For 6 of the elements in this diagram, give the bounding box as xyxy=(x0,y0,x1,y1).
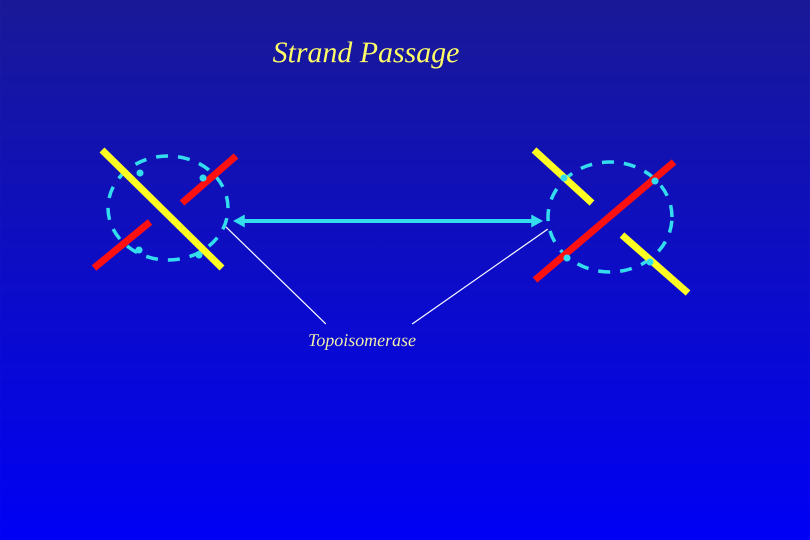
label-text: Topoisomerase xyxy=(309,334,416,350)
strand-crossing-drawing xyxy=(92,148,238,271)
title: Strand Passage xyxy=(272,41,459,69)
strand-crossing-drawing xyxy=(532,147,690,296)
leader-line xyxy=(225,226,326,324)
leader-line xyxy=(412,228,548,324)
